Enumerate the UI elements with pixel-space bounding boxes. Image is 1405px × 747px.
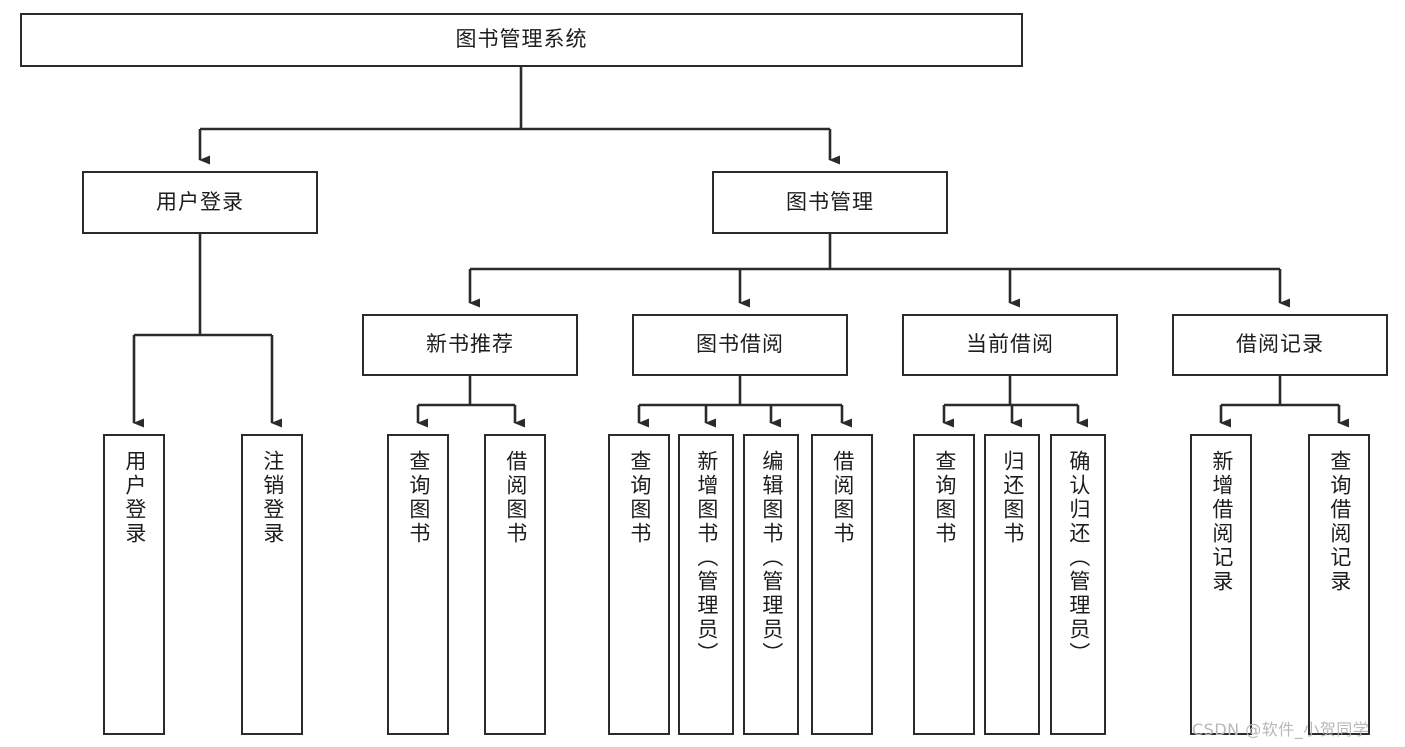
node-label: 归还图书: [1000, 450, 1025, 546]
node-label: 图书管理系统: [455, 27, 588, 52]
node-label: 借阅记录: [1236, 332, 1324, 357]
node-label: 查询图书: [627, 450, 652, 546]
node-label: 确认归还（管理员）: [1066, 450, 1091, 666]
node-leaf-query-book-rec[interactable]: 查询图书: [387, 434, 449, 735]
node-leaf-add-book[interactable]: 新增图书（管理员）: [678, 434, 734, 735]
node-label: 查询借阅记录: [1327, 450, 1352, 594]
node-label: 当前借阅: [966, 332, 1054, 357]
csdn-watermark: CSDN @软件_小贺同学: [1192, 720, 1370, 739]
node-new-book-recommend[interactable]: 新书推荐: [362, 314, 578, 376]
node-leaf-borrow-book-rec[interactable]: 借阅图书: [484, 434, 546, 735]
node-label: 新增借阅记录: [1209, 450, 1234, 594]
node-user-login[interactable]: 用户登录: [82, 171, 318, 234]
node-leaf-user-logout[interactable]: 注销登录: [241, 434, 303, 735]
node-label: 新书推荐: [426, 332, 514, 357]
node-label: 借阅图书: [503, 450, 528, 546]
node-label: 图书管理: [786, 189, 874, 214]
node-label: 注销登录: [260, 450, 285, 546]
node-label: 查询图书: [932, 450, 957, 546]
node-current-borrow[interactable]: 当前借阅: [902, 314, 1118, 376]
node-borrow-record[interactable]: 借阅记录: [1172, 314, 1388, 376]
node-book-borrow[interactable]: 图书借阅: [632, 314, 848, 376]
node-leaf-user-login[interactable]: 用户登录: [103, 434, 165, 735]
node-root[interactable]: 图书管理系统: [20, 13, 1023, 67]
node-label: 图书借阅: [696, 332, 784, 357]
node-label: 新增图书（管理员）: [694, 450, 719, 666]
node-leaf-query-book-current[interactable]: 查询图书: [913, 434, 975, 735]
node-book-manage[interactable]: 图书管理: [712, 171, 948, 234]
node-leaf-confirm-return[interactable]: 确认归还（管理员）: [1050, 434, 1106, 735]
node-label: 查询图书: [406, 450, 431, 546]
node-leaf-edit-book[interactable]: 编辑图书（管理员）: [743, 434, 799, 735]
node-label: 借阅图书: [830, 450, 855, 546]
node-leaf-query-record[interactable]: 查询借阅记录: [1308, 434, 1370, 735]
node-leaf-query-book-borrow[interactable]: 查询图书: [608, 434, 670, 735]
node-leaf-add-record[interactable]: 新增借阅记录: [1190, 434, 1252, 735]
node-label: 用户登录: [122, 450, 147, 546]
node-leaf-return-book[interactable]: 归还图书: [984, 434, 1040, 735]
node-leaf-borrow-book[interactable]: 借阅图书: [811, 434, 873, 735]
node-label: 用户登录: [156, 189, 244, 214]
node-label: 编辑图书（管理员）: [759, 450, 784, 666]
